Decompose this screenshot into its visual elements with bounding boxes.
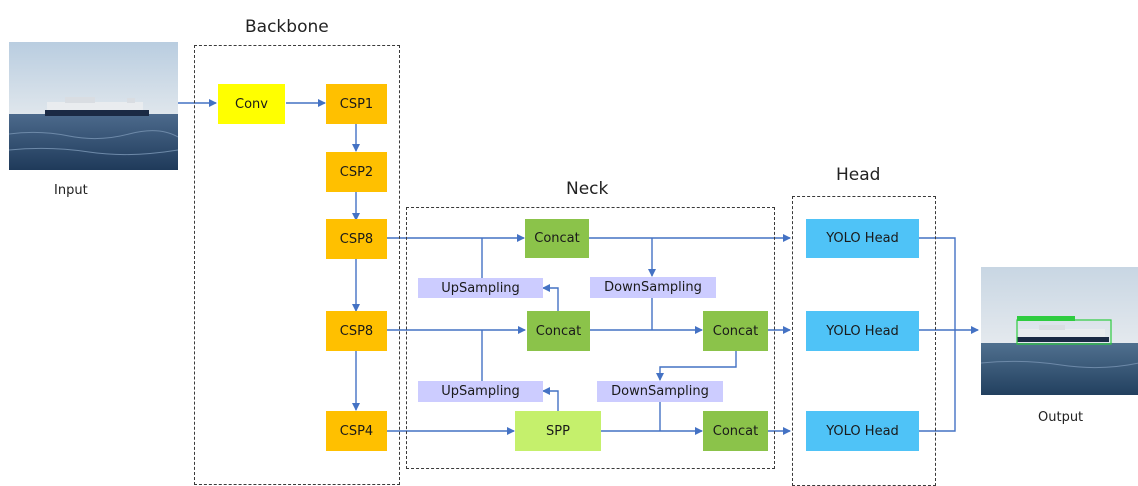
- csp4-block: CSP4: [326, 411, 387, 451]
- csp8-block-middle: CSP8: [326, 311, 387, 351]
- concat-block-middle-left: Concat: [527, 311, 590, 351]
- head-title: Head: [836, 165, 881, 185]
- spp-block: SPP: [515, 411, 601, 451]
- concat-block-top: Concat: [525, 219, 589, 258]
- yolo-head-block-2: YOLO Head: [806, 311, 919, 351]
- input-image: [9, 42, 178, 170]
- yolo-head-block-1: YOLO Head: [806, 219, 919, 258]
- upsampling-block-bottom: UpSampling: [418, 381, 543, 402]
- downsampling-block-top: DownSampling: [590, 277, 716, 298]
- concat-block-bottom: Concat: [703, 411, 768, 451]
- neck-group: [406, 207, 775, 469]
- concat-block-middle-right: Concat: [703, 311, 768, 351]
- neck-title: Neck: [566, 179, 609, 199]
- input-caption: Input: [54, 183, 88, 198]
- line-yolo1-merge: [919, 237, 956, 330]
- arrow-spp-upsampling-bottom: [542, 387, 559, 411]
- upsampling-block-top: UpSampling: [418, 278, 543, 298]
- line-yolo3-merge: [919, 330, 956, 432]
- arrow-concat-right-downsampling-bottom: [656, 350, 737, 381]
- output-caption: Output: [1038, 410, 1084, 425]
- csp2-block: CSP2: [326, 152, 387, 192]
- output-image: [981, 267, 1138, 395]
- downsampling-block-bottom: DownSampling: [597, 381, 723, 402]
- arrow-concat-mid-upsampling-top: [542, 284, 559, 311]
- ship-icon: [1017, 325, 1109, 342]
- conv-block: Conv: [218, 84, 285, 124]
- yolo-head-block-3: YOLO Head: [806, 411, 919, 451]
- ship-icon: [45, 97, 149, 116]
- csp8-block-top: CSP8: [326, 219, 387, 259]
- backbone-title: Backbone: [245, 17, 329, 37]
- csp1-block: CSP1: [326, 84, 387, 124]
